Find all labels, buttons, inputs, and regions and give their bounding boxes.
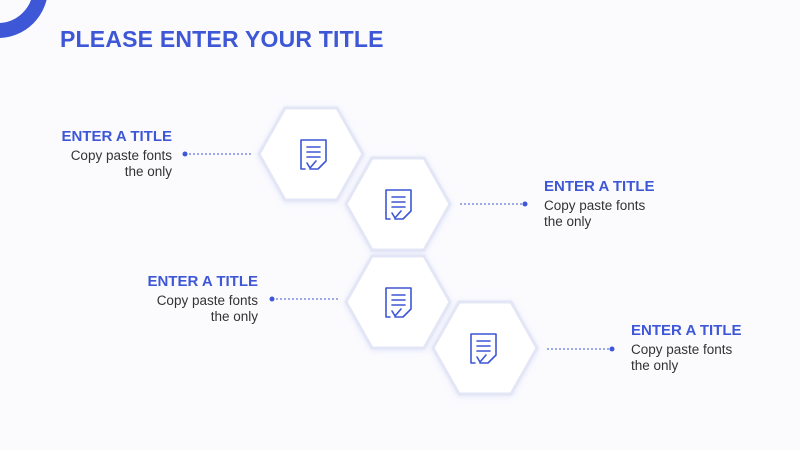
- step-3-label: ENTER A TITLE Copy paste fonts the only: [78, 273, 258, 325]
- step-1-label: ENTER A TITLE Copy paste fonts the only: [0, 128, 172, 180]
- step-4-description: Copy paste fonts the only: [631, 342, 733, 373]
- step-4-title: ENTER A TITLE: [631, 322, 742, 339]
- hexagon-step-4: [431, 300, 539, 396]
- page-title: PLEASE ENTER YOUR TITLE: [60, 26, 384, 52]
- document-icon: [385, 287, 412, 318]
- document-icon: [470, 333, 497, 364]
- step-1-title: ENTER A TITLE: [61, 128, 172, 145]
- hexagon-step-1: [257, 106, 365, 202]
- connector-4: [547, 346, 615, 352]
- document-icon: [385, 189, 412, 220]
- connector-1: [182, 151, 252, 157]
- step-1-description: Copy paste fonts the only: [70, 148, 172, 179]
- hexagon-step-2: [344, 156, 452, 252]
- document-icon: [300, 139, 327, 170]
- connector-3: [269, 296, 338, 302]
- step-2-title: ENTER A TITLE: [544, 178, 655, 195]
- step-2-description: Copy paste fonts the only: [544, 198, 646, 229]
- step-4-label: ENTER A TITLE Copy paste fonts the only: [631, 322, 800, 374]
- hexagon-step-3: [344, 254, 452, 350]
- step-3-description: Copy paste fonts the only: [156, 293, 258, 324]
- step-2-label: ENTER A TITLE Copy paste fonts the only: [544, 178, 724, 230]
- step-3-title: ENTER A TITLE: [147, 273, 258, 290]
- connector-2: [460, 201, 528, 207]
